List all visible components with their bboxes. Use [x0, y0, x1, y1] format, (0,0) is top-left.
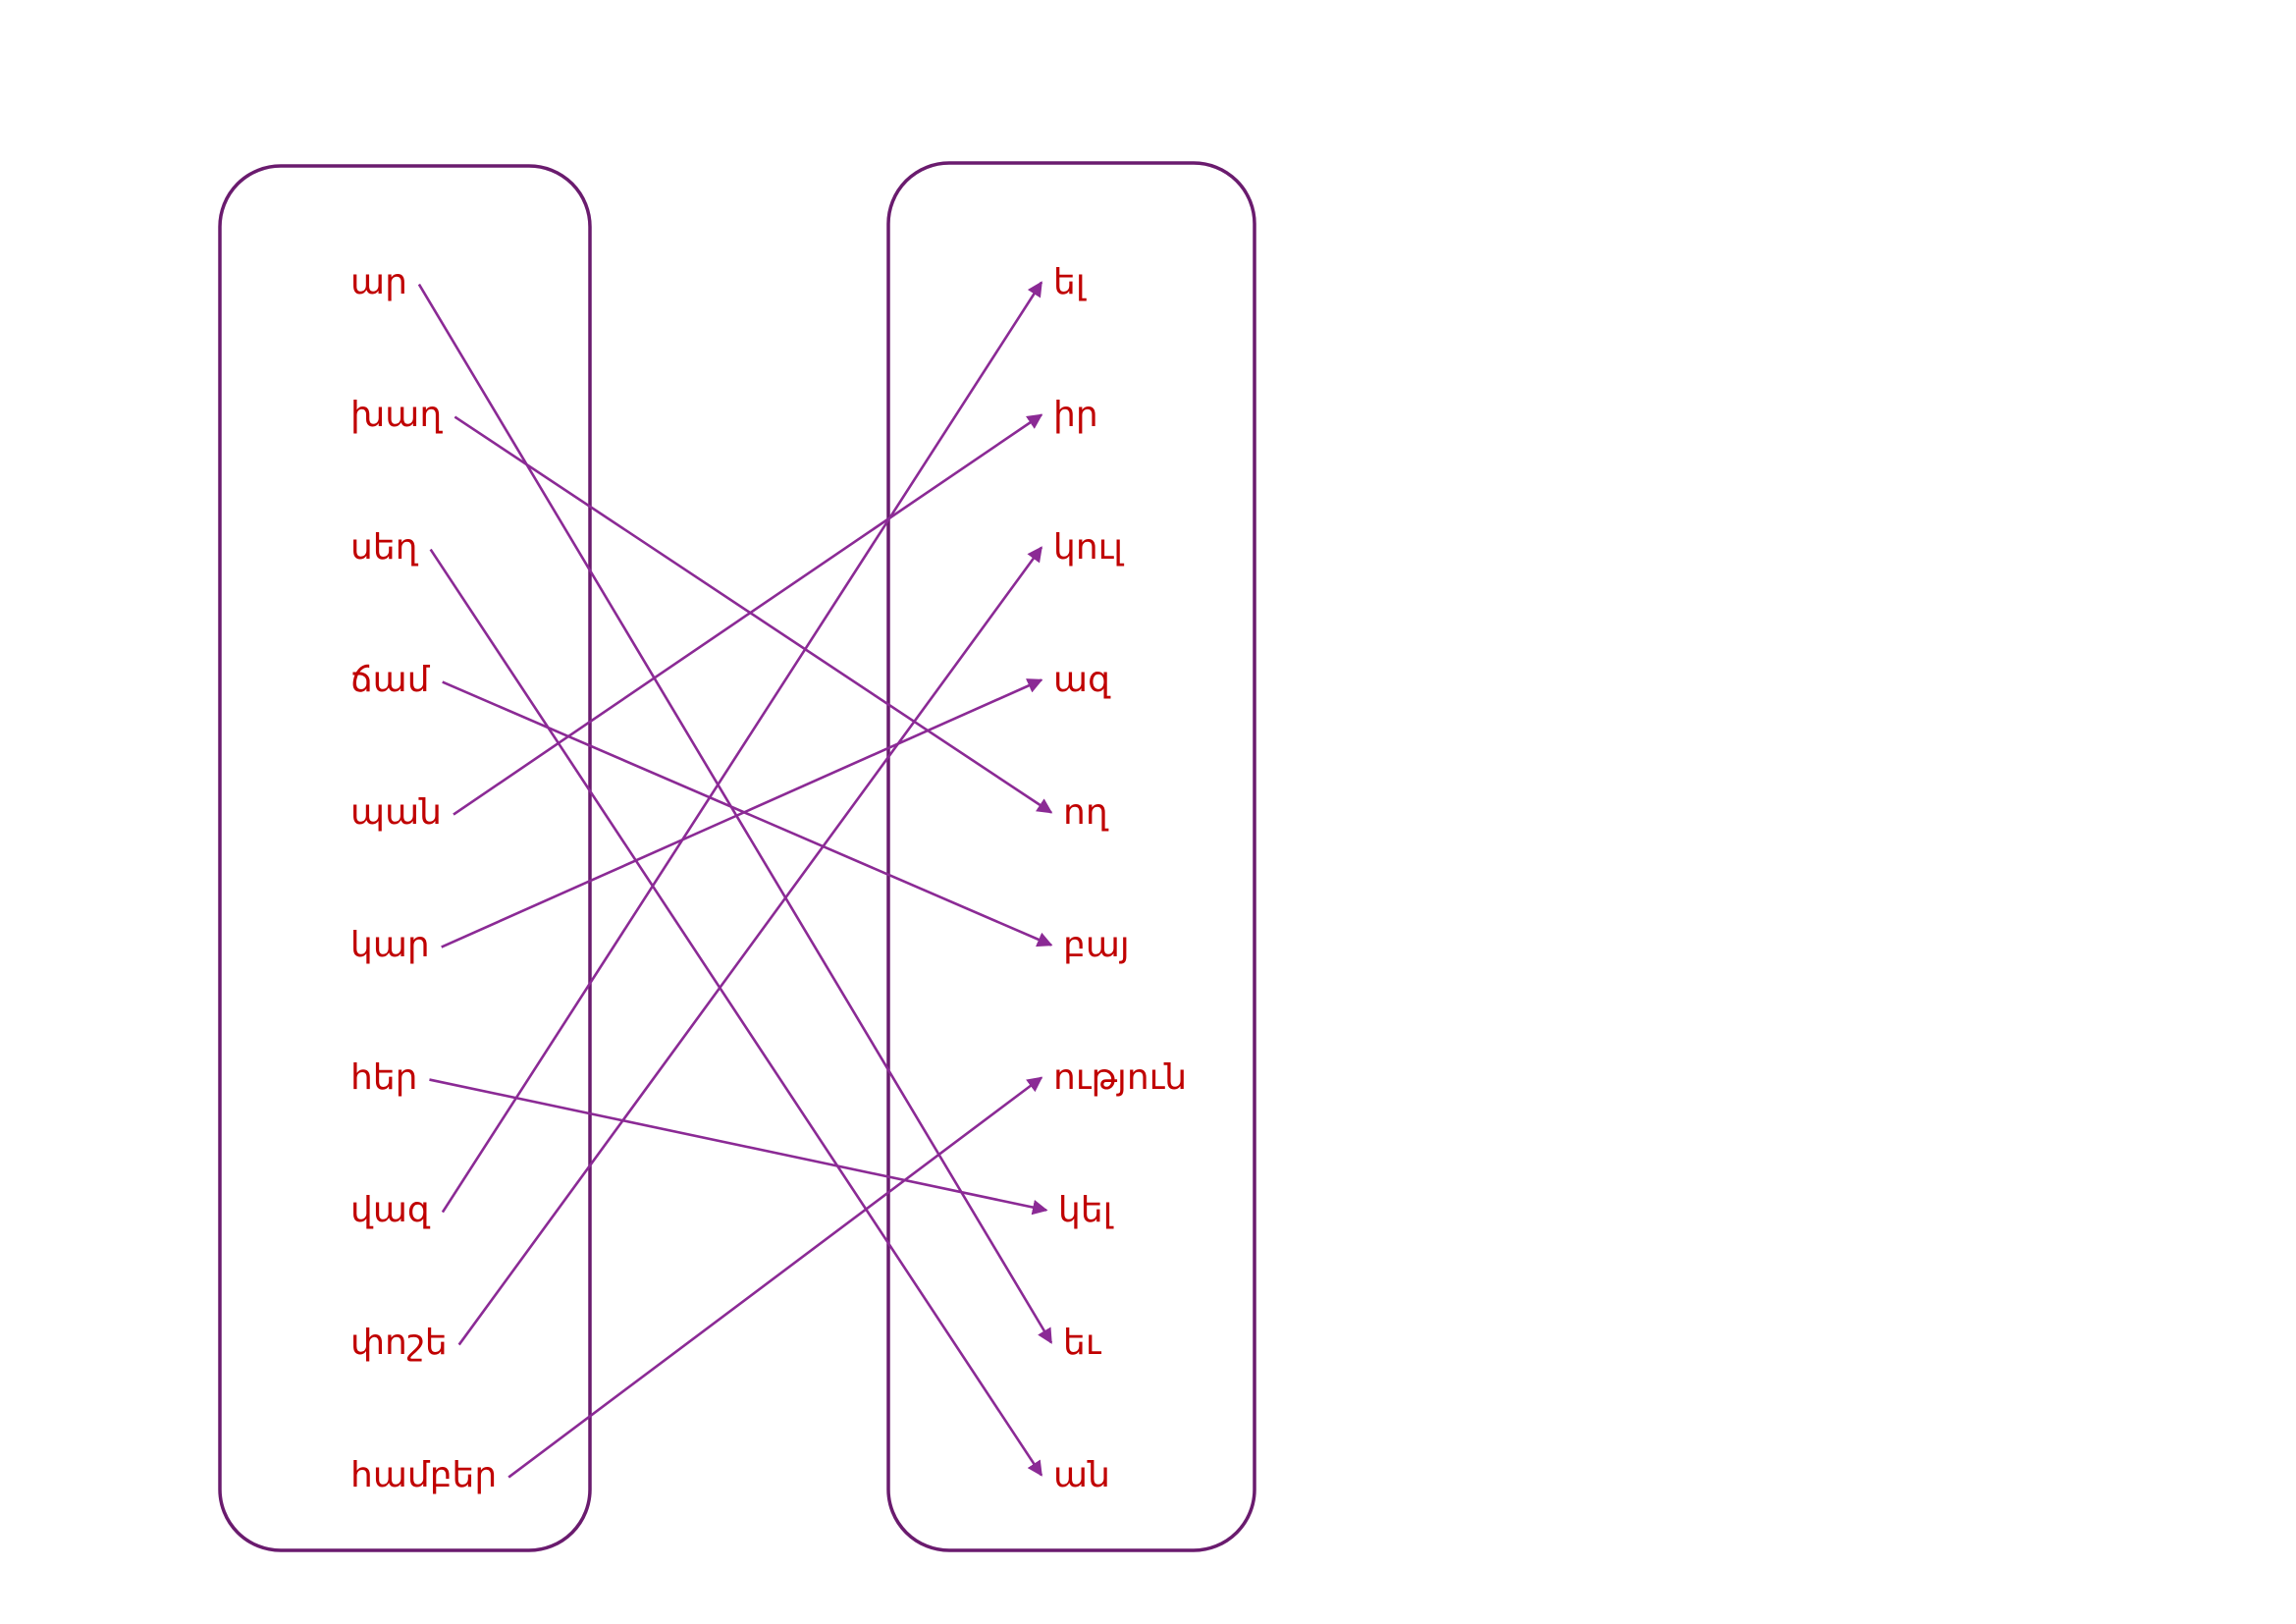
- connection-arrows: [417, 281, 1053, 1479]
- connection-arrow: [457, 546, 1043, 1346]
- connection-arrow: [441, 281, 1043, 1214]
- left-word: վազ: [350, 1190, 431, 1230]
- connection-arrow: [453, 413, 1043, 816]
- left-word: խաղ: [350, 395, 443, 435]
- left-word-list: ար խաղ սեղ ճամ պան կար հեր վազ փոշե համբ…: [350, 262, 497, 1495]
- left-word-box: [218, 164, 592, 1552]
- right-word: ություն: [1053, 1057, 1187, 1098]
- right-word: ան: [1053, 1455, 1110, 1495]
- left-word: ճամ: [350, 660, 431, 700]
- left-word: ար: [350, 262, 407, 302]
- right-word: բայ: [1063, 925, 1130, 965]
- left-word: համբեր: [350, 1455, 497, 1495]
- right-word: իր: [1053, 395, 1098, 435]
- left-word: կար: [350, 925, 430, 965]
- right-word: ազ: [1053, 660, 1111, 700]
- left-word: պան: [350, 792, 442, 833]
- left-word: հեր: [350, 1057, 417, 1098]
- connection-arrow: [429, 548, 1043, 1477]
- right-word: կել: [1058, 1190, 1114, 1230]
- right-word-box: [886, 161, 1256, 1552]
- right-word: ել: [1053, 262, 1087, 302]
- connection-arrow: [441, 678, 1043, 948]
- connection-arrow: [454, 415, 1053, 814]
- right-word: կուլ: [1053, 527, 1124, 568]
- left-word: սեղ: [350, 527, 419, 568]
- right-word-list: ել իր կուլ ազ ող բայ ություն կել եւ ան: [1053, 262, 1187, 1495]
- connection-arrow: [442, 680, 1053, 947]
- connection-arrow: [429, 1078, 1048, 1216]
- connection-arrow: [417, 283, 1053, 1344]
- right-word: եւ: [1063, 1323, 1102, 1363]
- left-word: փոշե: [350, 1323, 448, 1363]
- connection-arrow: [507, 1076, 1043, 1479]
- right-word: ող: [1063, 792, 1109, 833]
